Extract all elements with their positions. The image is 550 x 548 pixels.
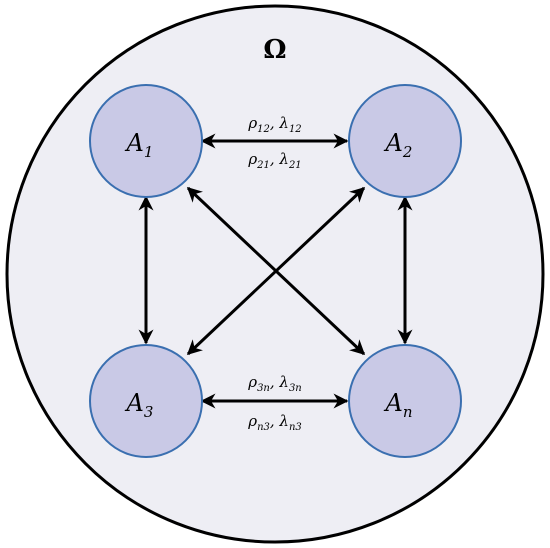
node-a1-circle — [89, 84, 203, 198]
node-an-label: An — [383, 389, 412, 421]
node-a3-circle — [89, 344, 203, 458]
node-an-circle — [348, 344, 462, 458]
node-a2: A2 — [348, 84, 462, 198]
edge-label-rho21-lambda21: ρ21, λ21 — [247, 150, 301, 171]
edge-a2-a3 — [186, 186, 366, 356]
edge-label-rho3n-lambda3n: ρ3n, λ3n — [247, 373, 302, 394]
edges — [138, 133, 413, 409]
node-an: An — [348, 344, 462, 458]
edge-label-rho12-lambda12: ρ12, λ12 — [247, 114, 301, 135]
node-a1-label: A1 — [125, 129, 154, 161]
node-a2-label: A2 — [384, 129, 413, 161]
node-a1: A1 — [89, 84, 203, 198]
domain-title: Ω — [263, 35, 286, 65]
node-a2-circle — [348, 84, 462, 198]
node-a3-label: A3 — [125, 389, 154, 421]
node-a3: A3 — [89, 344, 203, 458]
edge-label-rhon3-lambdan3: ρn3, λn3 — [247, 412, 302, 433]
